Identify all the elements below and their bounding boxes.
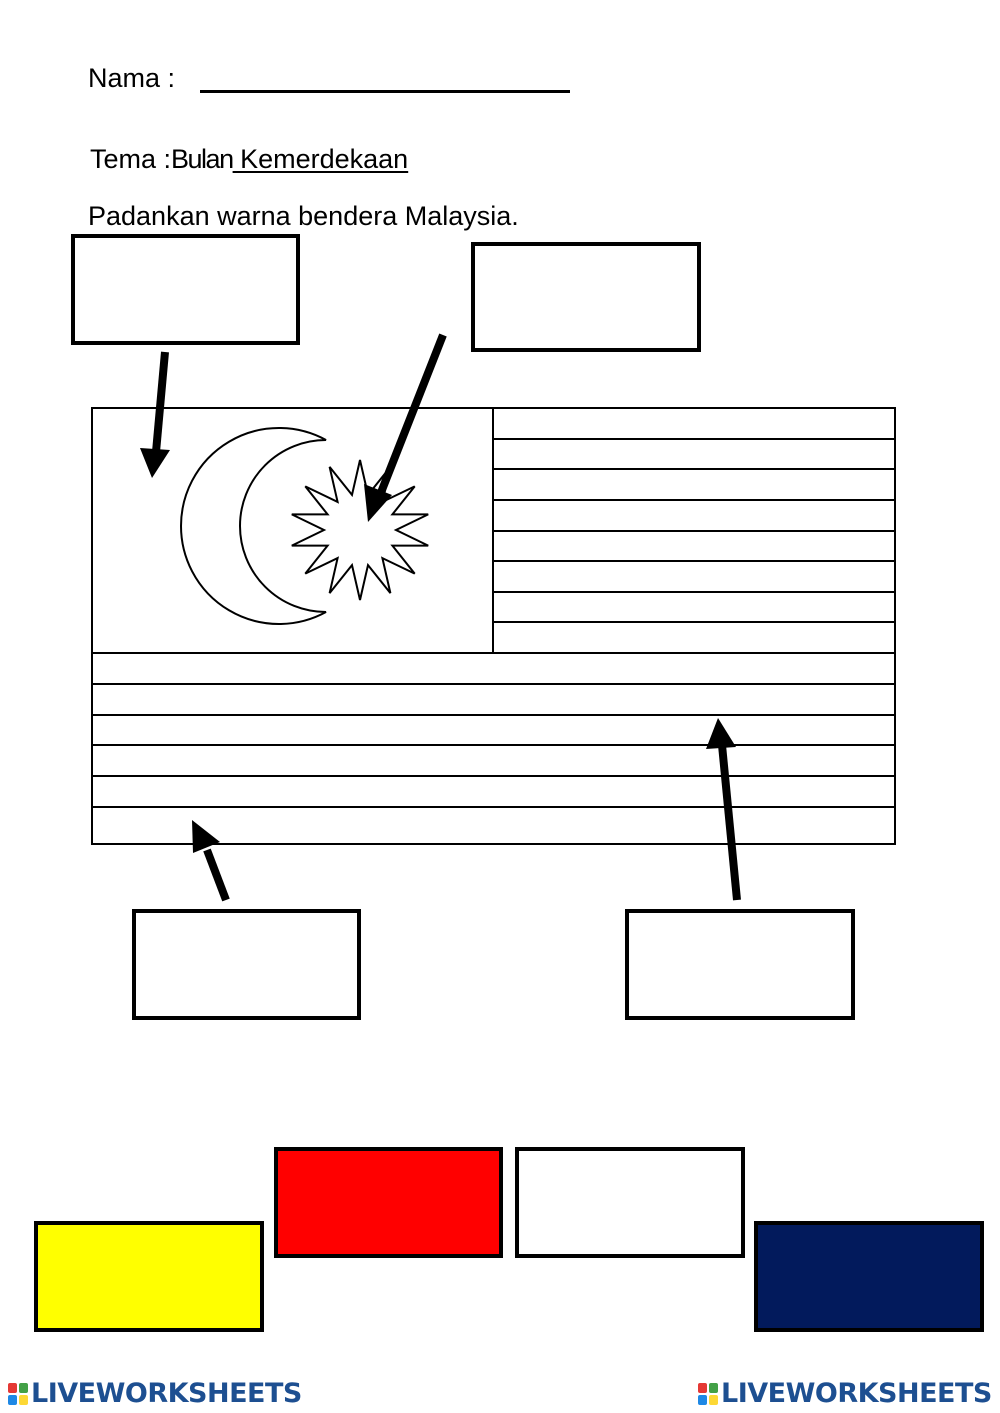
swatch-white[interactable] bbox=[515, 1147, 745, 1258]
malaysia-flag-outline bbox=[91, 407, 896, 845]
crescent-shape bbox=[180, 427, 327, 625]
instruction-text: Padankan warna bendera Malaysia. bbox=[88, 201, 519, 231]
footer-logo-left: LIVEWORKSHEETS bbox=[8, 1378, 302, 1410]
brand-text: LIVEWORKSHEETS bbox=[31, 1378, 302, 1409]
tema-label: Tema : bbox=[90, 144, 172, 174]
brand-text: LIVEWORKSHEETS bbox=[721, 1378, 992, 1409]
swatch-yellow[interactable] bbox=[34, 1221, 264, 1332]
answer-box-white-stripes[interactable] bbox=[132, 909, 361, 1020]
name-underline[interactable] bbox=[200, 90, 570, 93]
answer-box-blue-canton[interactable] bbox=[71, 234, 300, 345]
answer-box-red-stripes[interactable] bbox=[625, 909, 855, 1020]
arrows bbox=[140, 333, 741, 902]
star-shape bbox=[291, 459, 429, 601]
liveworksheets-logo-icon bbox=[8, 1383, 28, 1405]
footer-logo-right: LIVEWORKSHEETS bbox=[698, 1378, 992, 1410]
swatch-navy-blue[interactable] bbox=[754, 1221, 984, 1332]
liveworksheets-logo-icon bbox=[698, 1383, 718, 1405]
swatch-red[interactable] bbox=[274, 1147, 503, 1258]
name-label: Nama : bbox=[88, 63, 176, 93]
tema-word-kemerdekaan: Kemerdekaan bbox=[232, 144, 409, 174]
tema-word-bulan: Bulan bbox=[171, 144, 234, 174]
tema-line: Tema :Bulan Kemerdekaan bbox=[90, 143, 408, 175]
answer-box-star-crescent[interactable] bbox=[471, 242, 701, 352]
